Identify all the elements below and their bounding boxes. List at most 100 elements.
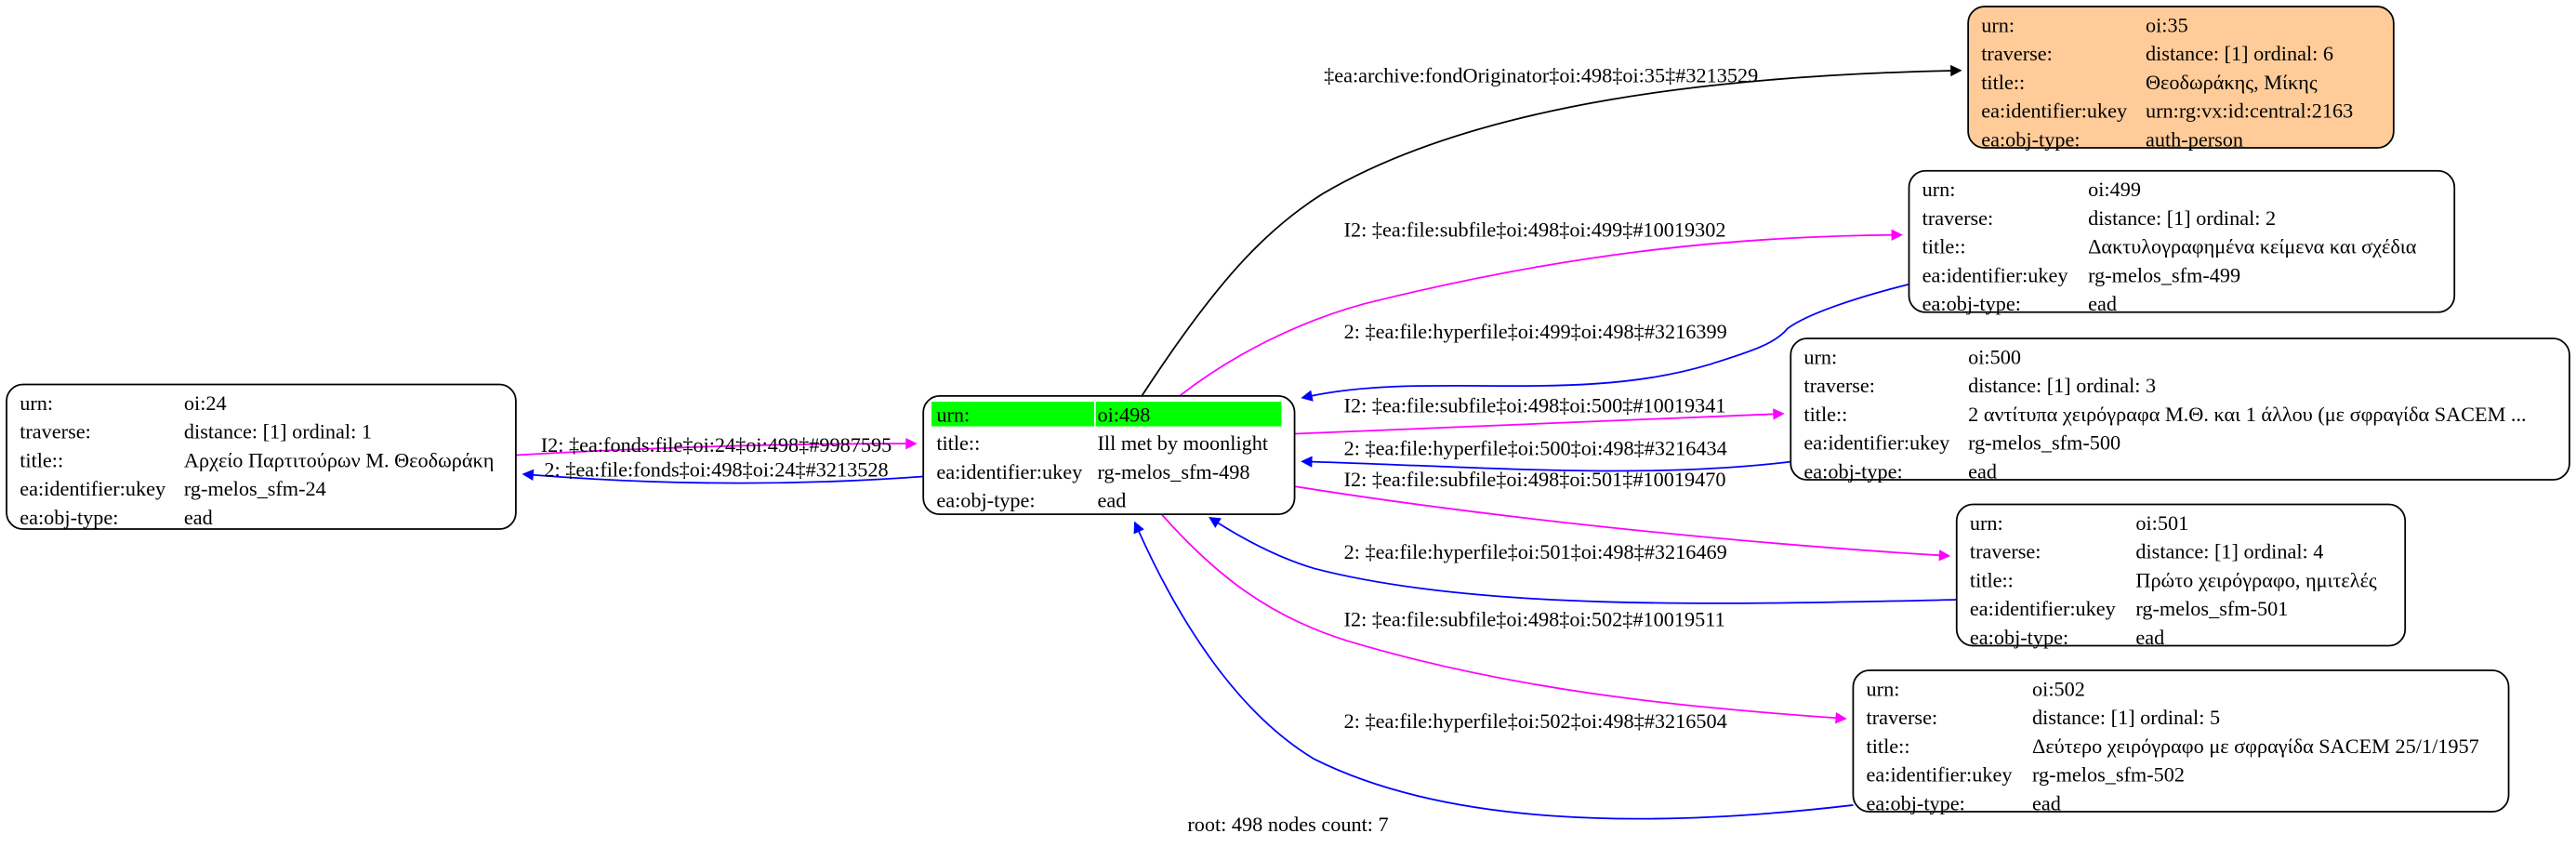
field-value: oi:502	[2032, 677, 2085, 700]
field-value: ead	[1098, 489, 1127, 512]
field-value: rg-melos_sfm-24	[184, 477, 326, 500]
edge-n499-to-n498[interactable]: 2: ‡ea:file:hyperfile‡oi:499‡oi:498‡#321…	[1301, 283, 1909, 402]
field-value: 2 αντίτυπα χειρόγραφα Μ.Θ. και 1 άλλου (…	[1968, 403, 2527, 426]
edge-n501-to-n498[interactable]: 2: ‡ea:file:hyperfile‡oi:501‡oi:498‡#321…	[1209, 517, 1957, 604]
node-box[interactable]	[1790, 337, 2570, 481]
field-label: ea:identifier:ukey	[1970, 597, 2117, 620]
field-value: distance: [1] ordinal: 2	[2088, 206, 2276, 230]
field-label: title::	[936, 431, 980, 455]
edge-n498-to-n501[interactable]: I2: ‡ea:file:subfile‡oi:498‡oi:501‡#1001…	[1294, 468, 1951, 562]
field-label: ea:identifier:ukey	[1922, 263, 2069, 286]
field-value: rg-melos_sfm-498	[1098, 460, 1250, 483]
field-value: Δεύτερο χειρόγραφο με σφραγίδα SACEM 25/…	[2032, 735, 2479, 758]
field-label: title::	[20, 448, 63, 471]
edge-line[interactable]	[515, 437, 918, 457]
field-value: auth-person	[2146, 127, 2243, 151]
edge-label: 2: ‡ea:file:hyperfile‡oi:499‡oi:498‡#321…	[1344, 320, 1727, 343]
field-label: traverse:	[1922, 206, 1994, 230]
field-label: traverse:	[1803, 374, 1875, 397]
field-value: rg-melos_sfm-500	[1968, 431, 2120, 455]
edge-n498-to-n499[interactable]: I2: ‡ea:file:subfile‡oi:498‡oi:499‡#1001…	[1179, 218, 1903, 397]
edge-label: 2: ‡ea:file:hyperfile‡oi:501‡oi:498‡#321…	[1344, 540, 1727, 563]
field-label: ea:obj-type:	[1981, 127, 2080, 151]
root-highlight	[931, 402, 1094, 427]
field-label: title::	[1867, 735, 1910, 758]
field-value: distance: [1] ordinal: 1	[184, 420, 372, 443]
edge-line[interactable]	[522, 469, 924, 484]
edge-line[interactable]	[1141, 64, 1962, 397]
edge-line[interactable]	[1160, 513, 1847, 724]
field-label: ea:identifier:ukey	[1867, 763, 2014, 787]
field-value: ead	[2032, 791, 2061, 814]
root-highlight	[1095, 402, 1282, 427]
field-value: rg-melos_sfm-502	[2032, 763, 2185, 787]
edge-label: 2: ‡ea:file:hyperfile‡oi:500‡oi:498‡#321…	[1344, 437, 1727, 460]
edge-n24-to-n498[interactable]: I2: ‡ea:fonds:file‡oi:24‡oi:498‡#9987595	[515, 433, 918, 457]
field-label: urn:	[1922, 178, 1956, 201]
field-value: oi:499	[2088, 178, 2141, 201]
edge-label: I2: ‡ea:file:subfile‡oi:498‡oi:500‡#1001…	[1344, 394, 1726, 417]
field-value: rg-melos_sfm-499	[2088, 263, 2240, 286]
field-label: traverse:	[20, 420, 91, 443]
edge-n498-to-n35[interactable]: ‡ea:archive:fondOriginator‡oi:498‡oi:35‡…	[1141, 63, 1962, 397]
edge-line[interactable]	[1301, 456, 1791, 472]
field-label: traverse:	[1970, 540, 2041, 563]
field-value: Θεοδωράκης, Μίκης	[2146, 71, 2318, 94]
edge-label: I2: ‡ea:file:subfile‡oi:498‡oi:501‡#1001…	[1344, 468, 1726, 491]
node-box[interactable]	[1852, 669, 2510, 813]
edge-label: ‡ea:archive:fondOriginator‡oi:498‡oi:35‡…	[1324, 63, 1758, 86]
field-value: rg-melos_sfm-501	[2135, 597, 2288, 620]
field-label: traverse:	[1867, 706, 1938, 729]
edge-line[interactable]	[1301, 283, 1909, 402]
field-label: ea:obj-type:	[936, 489, 1035, 512]
field-value: Αρχείο Παρτιτούρων Μ. Θεοδωράκη	[184, 448, 494, 471]
field-value: ead	[2135, 626, 2164, 649]
edge-label: I2: ‡ea:file:subfile‡oi:498‡oi:502‡#1001…	[1344, 607, 1725, 630]
field-label: ea:identifier:ukey	[1803, 431, 1950, 455]
field-label: urn:	[1981, 13, 2015, 36]
field-value: distance: [1] ordinal: 4	[2135, 540, 2323, 563]
node-box[interactable]	[1955, 503, 2407, 647]
field-value: Δακτυλογραφημένα κείμενα και σχέδια	[2088, 235, 2417, 258]
edge-n498-to-n502[interactable]: I2: ‡ea:file:subfile‡oi:498‡oi:502‡#1001…	[1160, 513, 1847, 724]
edge-n498-to-n24[interactable]: 2: ‡ea:file:fonds‡oi:498‡oi:24‡#3213528	[522, 457, 924, 484]
field-label: urn:	[936, 403, 970, 426]
node-box[interactable]	[1967, 6, 2395, 149]
field-label: urn:	[1970, 511, 2003, 535]
field-label: urn:	[1867, 677, 1900, 700]
edge-line[interactable]	[1294, 408, 1785, 435]
node-box[interactable]	[1908, 169, 2456, 313]
edge-line[interactable]	[1294, 485, 1951, 562]
field-value: distance: [1] ordinal: 6	[2146, 42, 2333, 65]
field-value: distance: [1] ordinal: 3	[1968, 374, 2156, 397]
edge-n502-to-n498[interactable]: 2: ‡ea:file:hyperfile‡oi:502‡oi:498‡#321…	[1133, 521, 1854, 820]
field-label: title::	[1803, 403, 1847, 426]
field-label: urn:	[1803, 345, 1837, 368]
field-label: ea:obj-type:	[1803, 459, 1902, 483]
field-label: ea:obj-type:	[1970, 626, 2068, 649]
field-label: ea:obj-type:	[20, 506, 118, 529]
field-label: urn:	[20, 391, 53, 415]
field-value: Ill met by moonlight	[1098, 431, 1269, 455]
node-499[interactable]: urn: oi:499 traverse: distance: [1] ordinal…	[1908, 169, 2456, 315]
graph-footer: root: 498 nodes count: 7	[1187, 813, 1388, 836]
edges-layer: ‡ea:archive:fondOriginator‡oi:498‡oi:35‡…	[515, 63, 1962, 820]
field-label: title::	[1981, 71, 2025, 94]
edge-line[interactable]	[1133, 521, 1854, 820]
edge-n498-to-n500[interactable]: I2: ‡ea:file:subfile‡oi:498‡oi:500‡#1001…	[1294, 394, 1785, 435]
edge-line[interactable]	[1179, 229, 1903, 397]
edge-n500-to-n498[interactable]: 2: ‡ea:file:hyperfile‡oi:500‡oi:498‡#321…	[1301, 437, 1791, 472]
edge-line[interactable]	[1209, 517, 1957, 604]
edge-label: I2: ‡ea:file:subfile‡oi:498‡oi:499‡#1001…	[1344, 218, 1726, 241]
edge-label: I2: ‡ea:fonds:file‡oi:24‡oi:498‡#9987595	[541, 433, 892, 457]
node-box[interactable]	[6, 383, 517, 530]
field-value: oi:498	[1098, 403, 1151, 426]
